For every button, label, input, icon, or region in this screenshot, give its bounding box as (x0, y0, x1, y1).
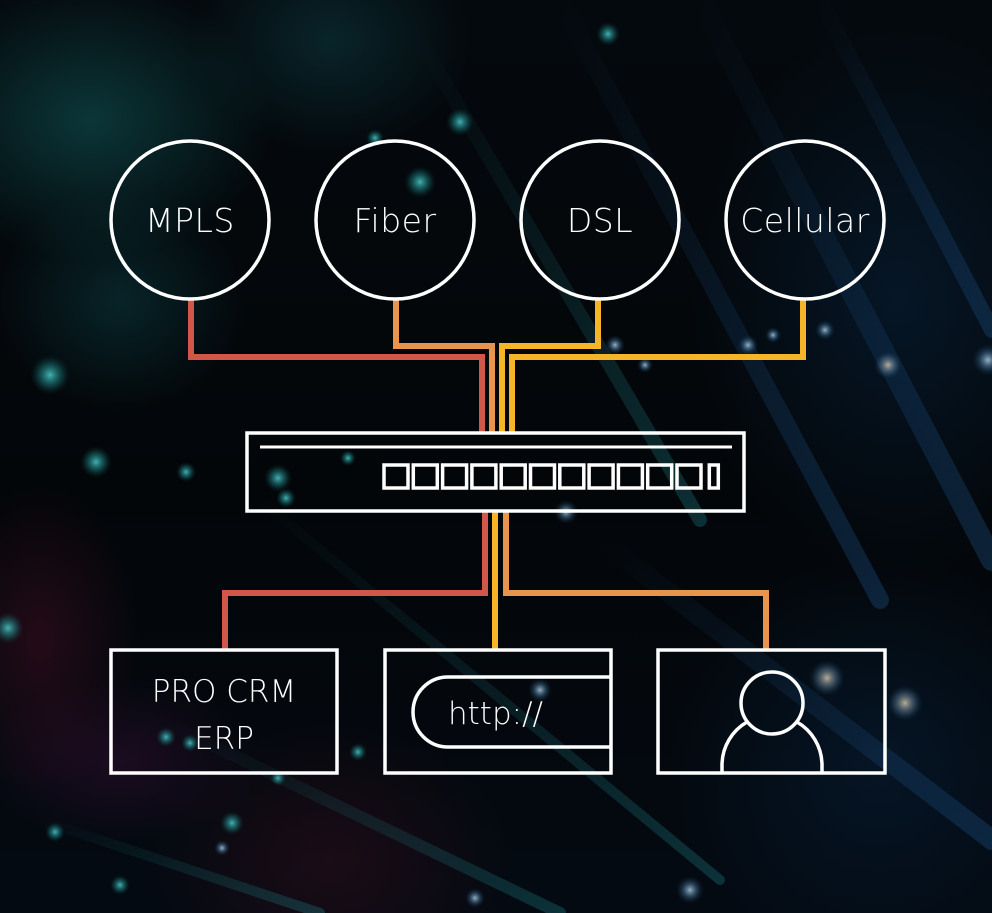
bg-glow (738, 335, 758, 355)
bg-glow (110, 875, 130, 895)
switch-port (470, 463, 498, 490)
crm-wire (222, 511, 488, 650)
bg-glow (220, 811, 244, 835)
bg-glow (156, 727, 176, 747)
downlink-wires (222, 511, 769, 650)
bg-glow (30, 355, 70, 395)
bg-glow (465, 888, 485, 908)
fiber-wire (393, 299, 495, 433)
url-text: http:// (448, 696, 543, 732)
bg-glow (887, 685, 923, 721)
user-head (739, 670, 805, 736)
bg-glow (214, 840, 230, 856)
bg-glow (874, 351, 902, 379)
bg-glow (605, 335, 625, 355)
endpoint-user[interactable] (656, 648, 887, 775)
switch-small-port (707, 463, 721, 490)
web-box (383, 648, 613, 775)
network-switch[interactable] (245, 431, 746, 513)
bg-glow (637, 357, 653, 373)
connection-node-cellular[interactable]: Cellular (724, 139, 886, 301)
circle-node-icon (314, 139, 476, 301)
connection-node-mpls[interactable]: MPLS (109, 139, 271, 301)
bg-glow (340, 450, 356, 466)
switch-port (528, 463, 557, 490)
circle-node-icon (109, 139, 271, 301)
bg-glow (676, 876, 704, 904)
bg-glow (972, 344, 992, 376)
dsl-wire (499, 299, 601, 433)
endpoint-web[interactable]: http:// (383, 648, 613, 775)
connection-node-fiber[interactable]: Fiber (314, 139, 476, 301)
endpoint-label-line2: ERP (194, 721, 254, 757)
circle-node-icon (519, 139, 681, 301)
bg-streak (689, 0, 992, 571)
user-wire (503, 511, 769, 650)
bg-streak (551, 0, 889, 609)
bg-glow (0, 612, 24, 644)
connection-node-dsl[interactable]: DSL (519, 139, 681, 301)
connection-label: MPLS (145, 201, 235, 240)
endpoint-label-line1: PRO CRM (152, 674, 296, 710)
mpls-wire (188, 299, 485, 433)
bg-glow (45, 822, 65, 842)
bg-glow (349, 743, 367, 761)
user-box (656, 648, 887, 775)
bg-glow (809, 660, 845, 696)
endpoint-crm-erp[interactable]: PRO CRM ERP (109, 648, 339, 775)
bg-glow (80, 446, 112, 478)
bg-glow (176, 462, 196, 482)
bg-glow (181, 734, 199, 752)
switch-port (587, 463, 615, 490)
switch-port (558, 463, 586, 490)
switch-port (675, 463, 703, 490)
switch-port (645, 463, 674, 490)
bg-glow (765, 327, 781, 343)
bg-glow (264, 464, 292, 492)
connection-label: Cellular (740, 201, 870, 240)
bg-glow (815, 320, 835, 340)
switch-port (440, 463, 469, 490)
bg-streak (35, 815, 325, 913)
switch-ports (382, 463, 721, 490)
connection-label: DSL (567, 201, 633, 240)
switch-port (616, 463, 645, 490)
bg-streak (255, 495, 725, 885)
connection-label: Fiber (353, 201, 436, 240)
switch-port (499, 463, 527, 490)
bg-glow (596, 22, 620, 46)
network-switch-icon (245, 431, 746, 513)
bg-glow (276, 488, 296, 508)
bg-glow (404, 166, 436, 198)
circle-node-icon (724, 139, 886, 301)
user-icon (720, 670, 824, 773)
bg-streak (154, 714, 566, 913)
bg-glow (528, 678, 552, 702)
bg-streak (812, 0, 992, 338)
cellular-wire (509, 299, 806, 433)
user-shoulders (720, 720, 824, 773)
application-box-icon (109, 648, 339, 775)
switch-port (411, 463, 440, 490)
bg-glow (446, 108, 474, 136)
switch-port (382, 463, 410, 490)
uplink-wires (188, 299, 806, 433)
web-url-icon (411, 675, 611, 749)
